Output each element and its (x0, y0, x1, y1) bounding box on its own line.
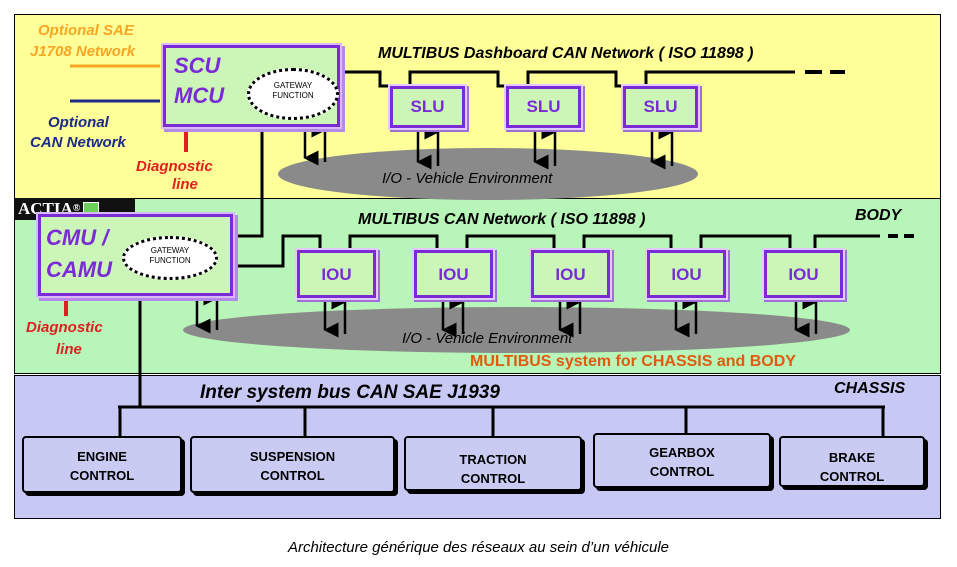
cmu-label: CMU / (46, 225, 109, 250)
iou-unit-2: IOU (414, 250, 493, 298)
suspension-control-line1: SUSPENSION (249, 449, 336, 464)
slu-unit-3: SLU (623, 86, 698, 128)
dashboard-gateway-line2: FUNCTION (272, 91, 314, 100)
multibus-system-label: MULTIBUS system for CHASSIS and BODY (470, 353, 796, 370)
slu-label: SLU (410, 97, 445, 116)
optional-sae-label-line1: Optional SAE (38, 22, 134, 39)
brake-control-unit: BRAKE CONTROL (779, 436, 925, 487)
actia-logo-text: ACTIA (18, 199, 73, 218)
engine-control-line2: CONTROL (69, 468, 135, 483)
iou-unit-5: IOU (764, 250, 843, 298)
engine-control-line1: ENGINE (77, 449, 127, 464)
dashboard-io-ellipse (278, 148, 698, 200)
gearbox-control-line2: CONTROL (649, 464, 715, 479)
body-diagnostic-label-line1: Diagnostic (26, 319, 103, 336)
body-network-label: MULTIBUS CAN Network ( ISO 11898 ) (358, 211, 646, 228)
iou-unit-3: IOU (531, 250, 610, 298)
traction-control-unit: TRACTION CONTROL (404, 436, 582, 491)
optional-can-label-line2: CAN Network (30, 134, 126, 149)
dashboard-diagnostic-label-line2: line (172, 176, 198, 190)
body-gateway-function: GATEWAY FUNCTION (122, 236, 218, 280)
gearbox-control-line1: GEARBOX (649, 445, 715, 460)
body-io-env-label: I/O - Vehicle Environment (402, 330, 573, 344)
traction-control-line2: CONTROL (460, 471, 526, 486)
optional-can-label-line1: Optional (48, 114, 109, 131)
iou-label: IOU (788, 265, 819, 284)
body-gateway-line2: FUNCTION (149, 256, 191, 265)
dashboard-io-env-label: I/O - Vehicle Environment (382, 170, 553, 187)
gearbox-control-unit: GEARBOX CONTROL (593, 433, 771, 488)
iou-label: IOU (555, 265, 586, 284)
slu-unit-1: SLU (390, 86, 465, 128)
slu-label: SLU (643, 97, 678, 116)
body-io-ellipse (183, 307, 850, 353)
brake-control-line1: BRAKE (828, 450, 876, 465)
dashboard-gateway-line1: GATEWAY (273, 81, 313, 90)
brake-control-line2: CONTROL (819, 469, 885, 484)
scu-label: SCU (174, 53, 221, 78)
dashboard-network-label: MULTIBUS Dashboard CAN Network ( ISO 118… (378, 45, 754, 62)
iou-label: IOU (321, 265, 352, 284)
camu-label: CAMU (46, 257, 112, 282)
body-diagnostic-label-line2: line (56, 341, 82, 358)
slu-unit-2: SLU (506, 86, 581, 128)
inter-system-bus-label: Inter system bus CAN SAE J1939 (200, 382, 500, 403)
iou-label: IOU (671, 265, 702, 284)
body-gateway-line1: GATEWAY (150, 246, 190, 255)
engine-control-unit: ENGINE CONTROL (22, 436, 182, 493)
iou-unit-1: IOU (297, 250, 376, 298)
dashboard-diagnostic-label-line1: Diagnostic (136, 158, 213, 175)
actia-logo-mark: ® (72, 203, 81, 214)
dashboard-gateway-function: GATEWAY FUNCTION (247, 68, 339, 120)
body-section-label: BODY (855, 207, 902, 224)
suspension-control-line2: CONTROL (260, 468, 325, 483)
figure-caption: Architecture générique des réseaux au se… (287, 539, 670, 556)
optional-sae-label-line2: J1708 Network (30, 43, 136, 60)
iou-label: IOU (438, 265, 469, 284)
iou-unit-4: IOU (647, 250, 726, 298)
mcu-label: MCU (174, 83, 225, 108)
suspension-control-unit: SUSPENSION CONTROL (190, 436, 395, 493)
traction-control-line1: TRACTION (459, 452, 527, 467)
slu-label: SLU (526, 97, 561, 116)
chassis-section-label: CHASSIS (834, 380, 906, 397)
